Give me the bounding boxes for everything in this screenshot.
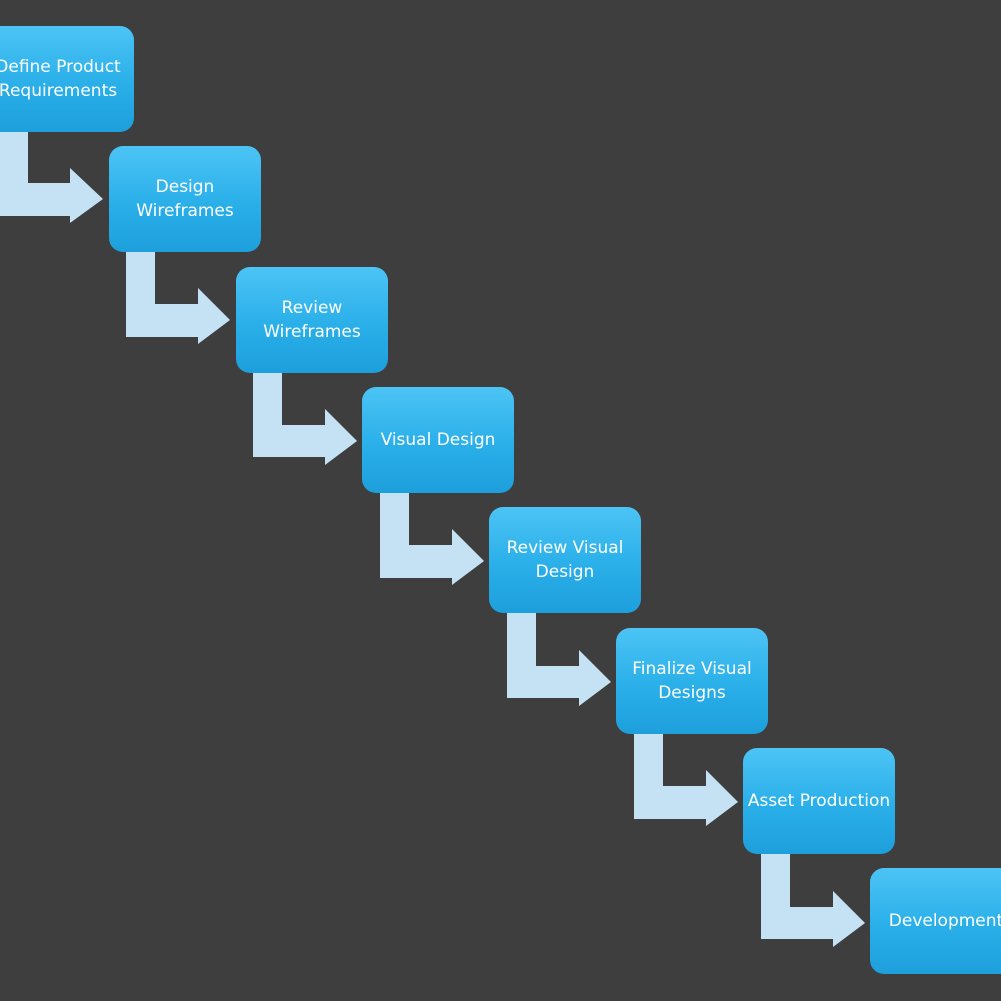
connector-arrow-7	[761, 854, 865, 947]
step-design-wireframes: Design Wireframes	[109, 146, 261, 252]
step-label: Development	[888, 911, 1001, 931]
step-development: Development	[870, 868, 1001, 974]
connector-arrow-5	[507, 613, 611, 706]
connector-arrow-1	[0, 132, 103, 223]
step-review-wireframes: Review Wireframes	[236, 267, 388, 373]
step-label: Design Wireframes	[136, 177, 234, 221]
step-finalize-visual-designs: Finalize Visual Designs	[616, 628, 768, 734]
step-label: Finalize Visual Designs	[632, 659, 752, 703]
step-visual-design: Visual Design	[362, 387, 514, 493]
step-review-visual-design: Review Visual Design	[489, 507, 641, 613]
connector-arrow-3	[253, 372, 357, 465]
step-label: Define Product Requirements	[0, 57, 121, 101]
step-define-product-requirements: Define Product Requirements	[0, 26, 134, 132]
connector-arrow-2	[126, 252, 230, 344]
step-label: Asset Production	[747, 791, 891, 811]
connector-arrow-6	[634, 734, 738, 826]
step-asset-production: Asset Production	[743, 748, 895, 854]
step-label: Visual Design	[380, 430, 496, 450]
step-label: Review Wireframes	[263, 298, 361, 342]
connector-arrow-4	[380, 493, 484, 585]
step-label: Review Visual Design	[506, 538, 624, 582]
